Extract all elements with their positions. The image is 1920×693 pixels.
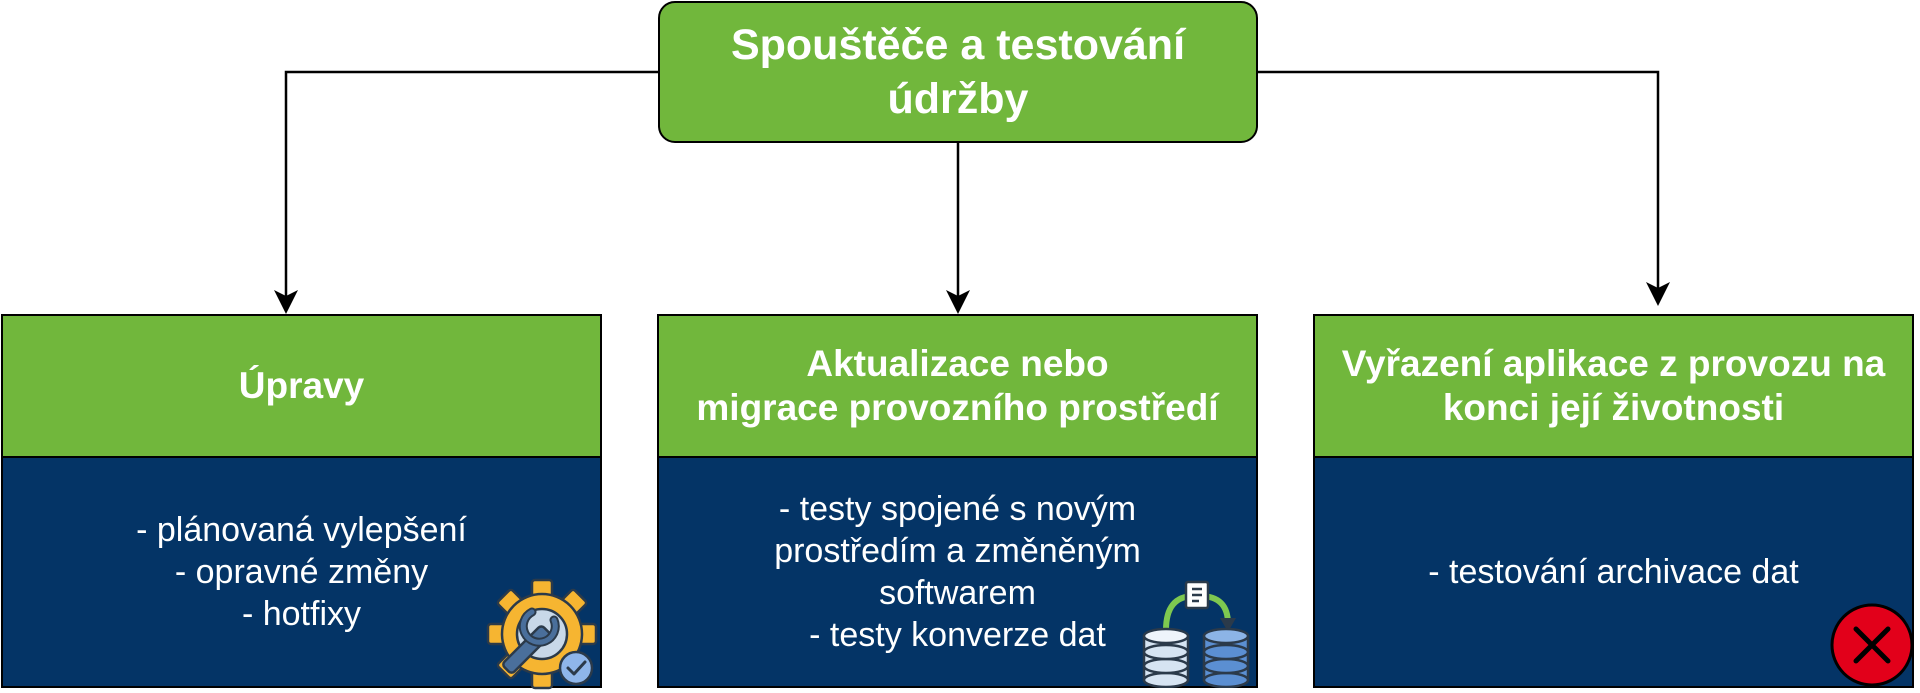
arrowhead-aktualizace (946, 290, 970, 314)
branch-title: Vyřazení aplikace z provozu na konci jej… (1341, 343, 1886, 428)
connector-to-vyrazeni (1258, 70, 1660, 294)
branch-upravy: Úpravy - plánovaná vylepšení - opravné z… (1, 314, 602, 690)
branch-header: Aktualizace nebo migrace provozního pros… (657, 314, 1258, 458)
branch-body: - plánovaná vylepšení - opravné změny - … (1, 456, 602, 688)
branch-header: Úpravy (1, 314, 602, 458)
branch-title: Úpravy (238, 365, 365, 406)
branch-text: - plánovaná vylepšení - opravné změny - … (136, 511, 467, 633)
arrowhead-vyrazeni (1646, 282, 1670, 306)
database-migration-icon (1142, 580, 1250, 688)
branch-text: - testy spojené s novým prostředím a změ… (774, 490, 1141, 654)
close-circle-icon (1830, 603, 1914, 687)
connector-to-upravy (284, 70, 658, 300)
arrowhead-upravy (274, 290, 298, 314)
root-title: Spouštěče a testování údržby (730, 21, 1186, 123)
branch-text: - testování archivace dat (1428, 553, 1799, 591)
branch-header: Vyřazení aplikace z provozu na konci jej… (1313, 314, 1914, 458)
branch-body: - testy spojené s novým prostředím a změ… (657, 456, 1258, 688)
branch-vyrazeni: Vyřazení aplikace z provozu na konci jej… (1313, 314, 1914, 688)
branch-body: - testování archivace dat (1313, 456, 1914, 688)
root-node: Spouštěče a testování údržby (658, 1, 1258, 143)
gear-wrench-icon (486, 578, 598, 690)
branch-title: Aktualizace nebo migrace provozního pros… (696, 343, 1219, 428)
branch-aktualizace: Aktualizace nebo migrace provozního pros… (657, 314, 1258, 688)
